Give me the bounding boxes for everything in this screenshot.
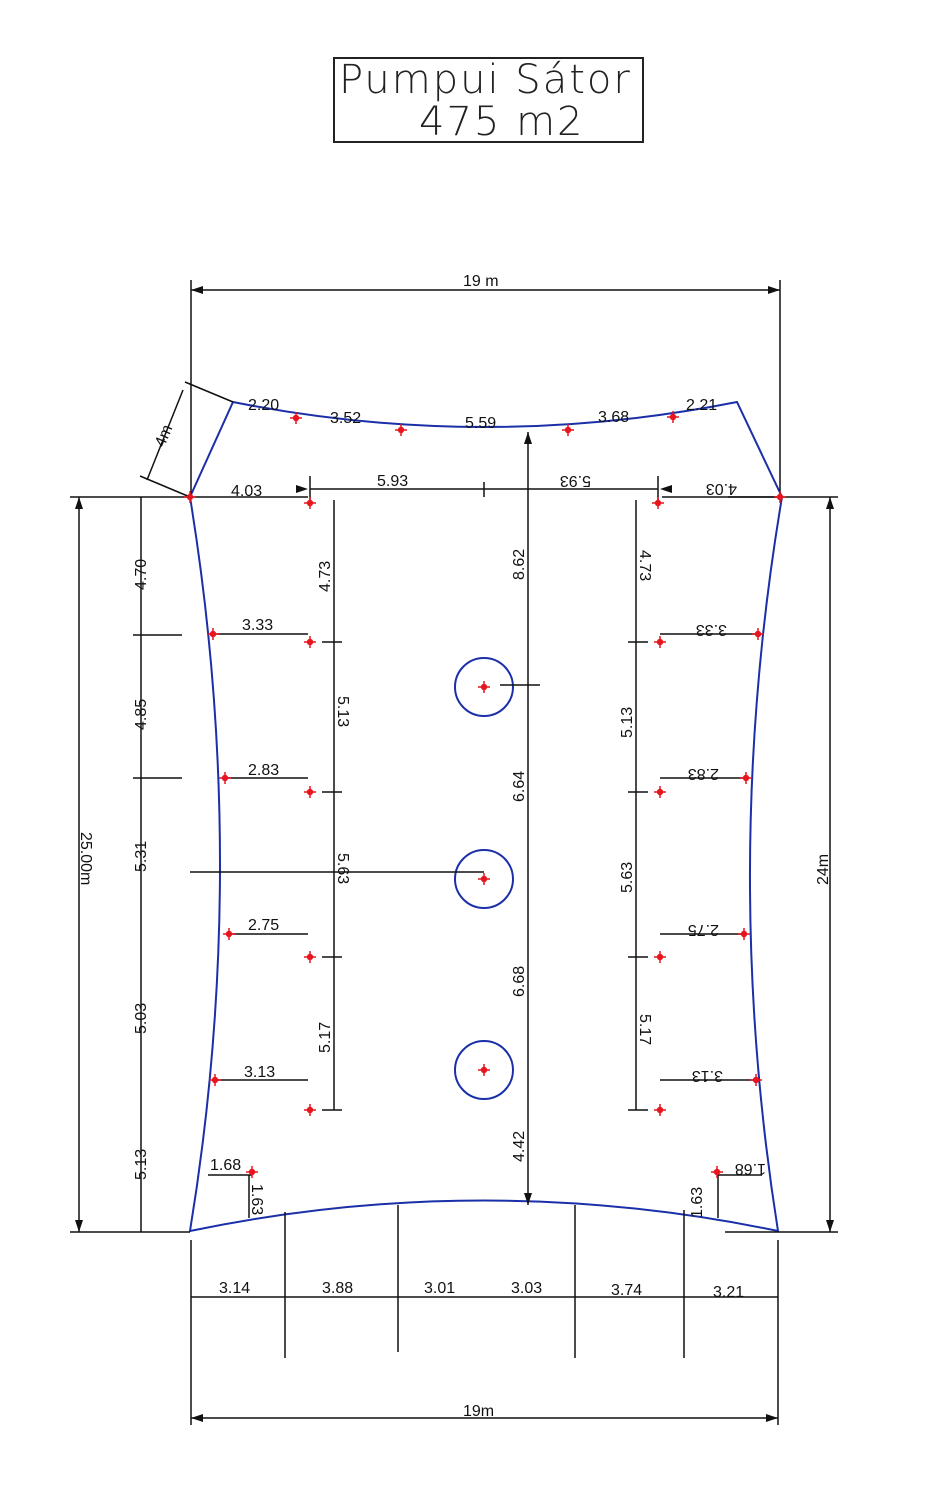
right-offset-1: 3.33 [696,621,727,638]
left-offset-4: 3.13 [244,1064,275,1081]
right-offset-2: 2.83 [688,765,719,782]
top-offset-2: 5.93 [377,473,408,490]
top-width-label: 19 m [463,273,499,290]
survey-point [304,497,316,509]
right-inner-2: 5.13 [619,707,636,738]
survey-point [290,412,302,424]
survey-point [219,772,231,784]
arrowheads [75,286,834,1422]
left-chain-5: 5.13 [133,1149,150,1180]
left-chain-4: 5.03 [133,1003,150,1034]
top-edge-4: 3.68 [598,409,629,426]
survey-point [478,1064,490,1076]
mast-circle-2 [454,849,514,909]
mast-circle-1 [454,657,514,717]
mast-circle-3 [454,1040,514,1100]
left-inner-4: 5.17 [317,1022,334,1053]
survey-point [562,424,574,436]
top-offset-1: 4.03 [231,483,262,500]
right-inner-1: 4.73 [636,550,653,581]
survey-point [478,873,490,885]
left-inner-2: 5.13 [334,696,351,727]
survey-point [652,497,664,509]
corner-diag-label: 4m [152,422,176,449]
center-chain-2: 6.64 [511,771,528,802]
right-offset-3: 2.75 [688,921,719,938]
title-name: Pumpui Sátor [339,57,632,103]
survey-point [207,628,219,640]
corner-bl-2: 1.63 [248,1184,265,1215]
top-edge-5: 2.21 [686,397,717,414]
survey-point [209,1074,221,1086]
survey-point [478,681,490,693]
title-block: Pumpui Sátor 475 m2 [333,57,644,145]
survey-point [654,1104,666,1116]
bottom-chain-2: 3.88 [322,1280,353,1297]
survey-point [752,628,764,640]
survey-point [246,1166,258,1178]
survey-point [654,636,666,648]
center-chain-3: 6.68 [511,966,528,997]
title-area: 475 m2 [419,99,585,145]
top-edge-1: 2.20 [248,397,279,414]
top-edge-2: 3.52 [330,410,361,427]
right-inner-4: 5.17 [636,1014,653,1045]
tent-outline [188,400,784,1233]
left-offset-2: 2.83 [248,762,279,779]
left-inner-1: 4.73 [317,561,334,592]
top-offset-4: 4.03 [706,480,737,497]
left-offset-3: 2.75 [248,917,279,934]
bottom-chain-6: 3.21 [713,1284,744,1301]
survey-point [750,1074,762,1086]
bottom-chain-1: 3.14 [219,1280,250,1297]
corner-br-2: 1.63 [689,1187,706,1218]
survey-point [304,951,316,963]
right-offset-4: 3.13 [692,1067,723,1084]
top-edge-3: 5.59 [465,415,496,432]
left-chain-3: 5.31 [133,841,150,872]
bottom-chain-3: 3.01 [424,1280,455,1297]
dimension-lines [70,280,838,1425]
right-inner-3: 5.63 [619,862,636,893]
survey-point [304,786,316,798]
survey-point [304,1104,316,1116]
bottom-width-label: 19m [463,1403,494,1420]
bottom-chain-4: 3.03 [511,1280,542,1297]
left-chain-1: 4.70 [133,559,150,590]
survey-point [711,1166,723,1178]
left-inner-3: 5.63 [334,853,351,884]
survey-point [395,424,407,436]
left-offset-1: 3.33 [242,617,273,634]
bottom-chain-5: 3.74 [611,1282,642,1299]
survey-point [654,951,666,963]
corner-br-1: 1.68 [735,1160,766,1177]
survey-point [184,491,196,503]
survey-point [774,491,786,503]
survey-points [184,411,786,1178]
left-chain-2: 4.85 [133,699,150,730]
survey-point [738,928,750,940]
top-offset-3: 5.93 [560,472,591,489]
left-height-label: 25.00m [77,832,94,885]
survey-point [304,636,316,648]
right-height-label: 24m [815,854,832,885]
survey-point [654,786,666,798]
corner-bl-1: 1.68 [210,1157,241,1174]
survey-point [223,928,235,940]
survey-point [740,772,752,784]
center-chain-1: 8.62 [511,549,528,580]
center-chain-4: 4.42 [511,1131,528,1162]
survey-point [667,411,679,423]
